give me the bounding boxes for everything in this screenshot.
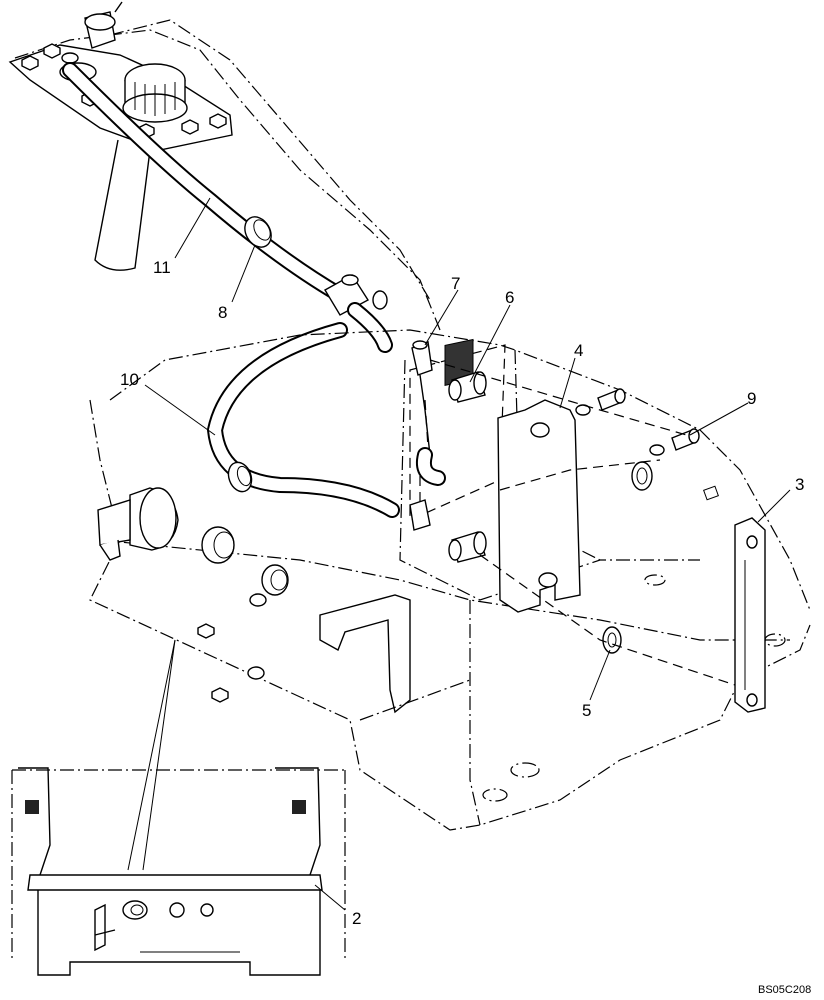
fuel-tank-top [8, 1, 441, 331]
bushing-1 [201, 526, 235, 564]
l-bracket [319, 594, 411, 714]
frame-boss [97, 487, 179, 561]
bolt-9-upper [575, 388, 626, 416]
inset-view [11, 639, 346, 976]
leader-lines [144, 197, 791, 911]
fuel-hose-11 [62, 62, 348, 303]
frame-phantom [89, 329, 811, 831]
bolt-9-lower [649, 428, 700, 456]
callout-5: 5 [582, 701, 591, 720]
connector-6-lower [409, 499, 487, 563]
lock-washer-5-upper [631, 461, 653, 491]
reference-code: BS05C208 [758, 984, 811, 996]
callout-9: 9 [747, 389, 756, 408]
hose-clamp-8 [244, 216, 272, 248]
connector-6-upper [448, 371, 487, 403]
callout-7: 7 [451, 274, 460, 293]
assembly-centerlines [429, 359, 751, 691]
bushing-2 [261, 564, 289, 596]
callout-6: 6 [505, 288, 514, 307]
callout-2: 2 [352, 909, 361, 928]
callout-4: 4 [574, 341, 583, 360]
callout-8: 8 [218, 303, 227, 322]
mounting-plate-4 [497, 399, 581, 613]
fuel-hose-10 [206, 322, 400, 518]
hose-clamp-10 [227, 461, 253, 493]
lock-washer-5-lower [602, 626, 622, 654]
washers-nuts [197, 593, 267, 703]
callout-3: 3 [795, 475, 804, 494]
callout-11: 11 [153, 258, 171, 277]
elbow-fitting-7 [411, 340, 446, 486]
callout-10: 10 [120, 370, 139, 389]
fuel-cap [122, 63, 188, 123]
tee-fitting [324, 274, 393, 353]
bracket-3 [734, 517, 766, 713]
